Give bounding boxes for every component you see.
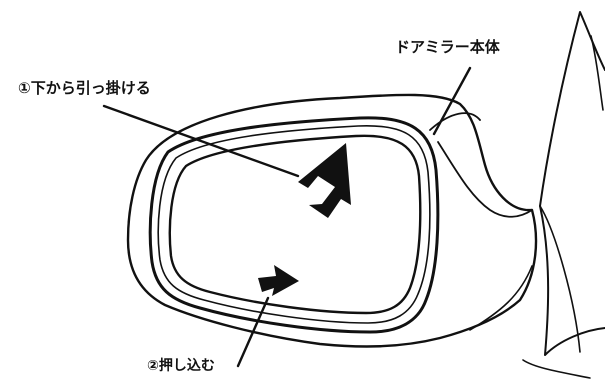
housing-contour-lower xyxy=(469,265,533,331)
mirror-glass-frame-inner xyxy=(157,125,431,324)
mirror-glass xyxy=(168,134,422,315)
mirror-glass-frame xyxy=(148,116,440,334)
label-step1-hook-from-below: ①下から引っ掛ける xyxy=(18,79,151,97)
leader-line-step2 xyxy=(236,296,270,368)
door-bottom-edge xyxy=(522,359,591,379)
door-edge xyxy=(590,35,604,111)
mirror-housing xyxy=(126,93,538,348)
door-pillar-inner xyxy=(539,205,605,356)
door-pillar xyxy=(539,11,605,207)
leader-line-step1 xyxy=(102,104,300,178)
housing-contour-side xyxy=(437,141,533,218)
leader-line-body xyxy=(432,66,472,136)
housing-contour-top xyxy=(429,112,481,131)
label-door-mirror-body: ドアミラー本体 xyxy=(395,38,500,56)
door-frame-line xyxy=(539,205,581,353)
arrow-right xyxy=(258,265,299,296)
arrow-up-right xyxy=(298,143,351,218)
label-step2-push-in: ②押し込む xyxy=(147,358,215,374)
